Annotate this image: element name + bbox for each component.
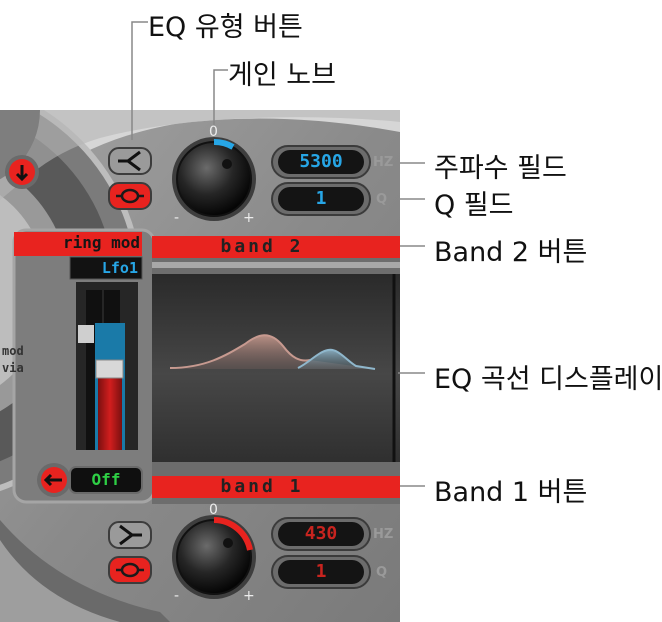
mod-source-lcd[interactable] — [69, 256, 143, 280]
band2-button-callout: Band 2 버튼 — [434, 237, 588, 268]
band1-frequency-unit: HZ — [373, 527, 394, 542]
band2-knob-plus-label: + — [243, 210, 255, 226]
mod-side-label-2: via — [2, 361, 24, 375]
band1-button-callout: Band 1 버튼 — [434, 477, 588, 508]
band1-button-label: band 1 — [220, 476, 304, 497]
band2-frequency-value: 5300 — [299, 151, 343, 172]
mod-arrow-button-top[interactable] — [5, 155, 39, 189]
band2-q-unit: Q — [376, 192, 388, 207]
mod-header-bar — [14, 232, 142, 256]
mod-depth-handle[interactable] — [78, 325, 94, 343]
band1-q-field[interactable] — [278, 560, 364, 584]
eq-type-callout: EQ 유형 버튼 — [148, 12, 303, 43]
band1-curve — [170, 335, 375, 369]
band2-button-label: band 2 — [220, 236, 304, 257]
gain-knob-callout-line — [213, 69, 228, 130]
band1-frequency-value: 430 — [304, 523, 338, 544]
eq-type-callout-line — [131, 21, 148, 140]
band1-knob-zero-label: 0 — [209, 502, 218, 518]
band1-gain-knob[interactable] — [172, 515, 256, 599]
band2-frequency-field[interactable] — [278, 150, 364, 174]
band1-enable-button[interactable] — [108, 556, 152, 584]
band1-knob-plus-label: + — [243, 588, 255, 604]
mod-red-fader — [98, 375, 122, 450]
band2-knob-zero-label: 0 — [209, 124, 218, 140]
eq-type-button-band2[interactable] — [108, 147, 152, 175]
band2-curve — [298, 349, 375, 369]
band2-gain-knob[interactable] — [172, 137, 256, 221]
frequency-field-callout: 주파수 필드 — [434, 153, 567, 184]
eq-type-button-band1[interactable] — [108, 521, 152, 549]
q-field-callout: Q 필드 — [434, 190, 514, 221]
band1-q-value: 1 — [315, 561, 327, 582]
mod-fader-handle[interactable] — [95, 359, 124, 379]
eq-curve-display-callout: EQ 곡선 디스플레이 — [434, 364, 662, 395]
eq-curve-display[interactable] — [152, 274, 400, 474]
band2-frequency-unit: HZ — [373, 155, 394, 170]
band1-q-unit: Q — [376, 565, 388, 580]
band2-q-field[interactable] — [278, 187, 364, 211]
band2-enable-button[interactable] — [108, 182, 152, 210]
mod-status-value: Off — [91, 470, 121, 489]
band1-button[interactable] — [152, 476, 400, 498]
band2-q-value: 1 — [315, 188, 327, 209]
mod-arrow-button-bottom[interactable] — [37, 463, 71, 497]
mod-header-label: ring mod — [62, 233, 140, 252]
mod-source-value: Lfo1 — [101, 259, 138, 277]
mod-side-label-1: mod — [2, 344, 24, 358]
band1-frequency-field[interactable] — [278, 522, 364, 546]
gain-knob-callout: 게인 노브 — [228, 60, 336, 91]
band2-knob-minus-label: - — [174, 210, 180, 226]
band1-knob-minus-label: - — [174, 588, 180, 604]
band2-button[interactable] — [152, 236, 400, 258]
